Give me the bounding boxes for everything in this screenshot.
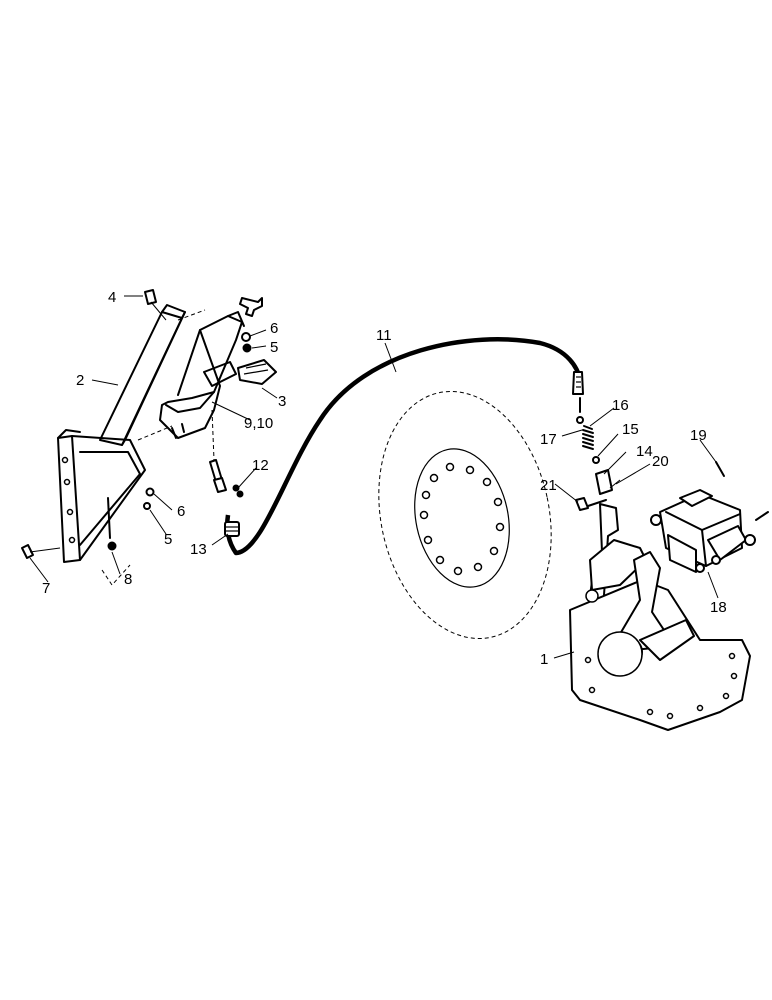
callout-6-upper: 6 [270,320,278,337]
callout-1: 1 [540,651,548,668]
callout-14: 14 [636,443,653,460]
callout-5-lower: 5 [164,531,172,548]
spring-and-rod [575,397,621,511]
assembly-lines [101,309,215,586]
brake-caliper [650,461,769,573]
callout-8: 8 [124,571,132,588]
callout-21: 21 [540,477,557,494]
disc-bolt-holes [419,462,505,576]
callout-4: 4 [108,289,116,306]
callout-19: 19 [690,427,707,444]
callout-11: 11 [376,327,392,344]
brake-disc [378,390,552,640]
callout-5-upper: 5 [270,339,278,356]
leader-lines [29,295,719,659]
callout-9-10: 9,10 [244,415,273,432]
callout-7: 7 [42,580,50,597]
callout-labels: 1 2 3 4 5 5 6 6 7 8 9,10 11 12 13 14 15 … [42,289,727,668]
callout-18: 18 [710,599,727,616]
callout-12: 12 [252,457,269,474]
callout-20: 20 [652,453,669,470]
callout-15: 15 [622,421,639,438]
mounting-bracket [57,304,186,563]
cable-clevis [209,459,244,498]
callout-17: 17 [540,431,557,448]
bracket-hardware [21,289,167,559]
callout-3: 3 [278,393,286,410]
callout-13: 13 [190,541,207,558]
caliper-mounting-bracket [569,503,751,731]
control-cable [224,337,584,556]
callout-6-lower: 6 [177,503,185,520]
pedal-lever-assembly [159,297,277,439]
callout-16: 16 [612,397,629,414]
callout-2: 2 [76,372,84,389]
